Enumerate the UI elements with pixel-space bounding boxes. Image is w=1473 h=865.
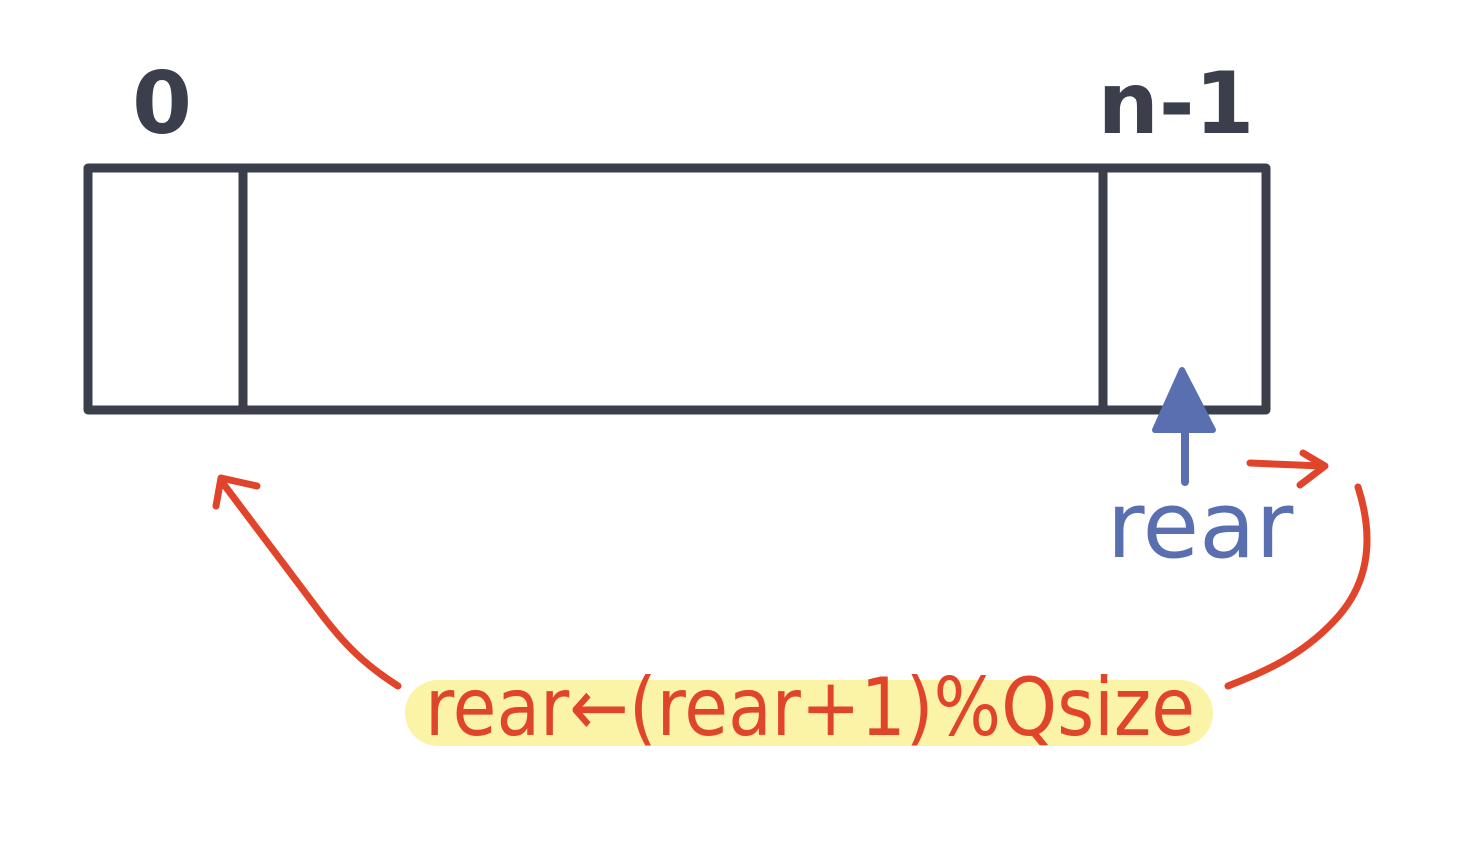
- queue-array: [83, 163, 1271, 415]
- formula-text: rear←(rear+1)%Qsize: [425, 661, 1195, 754]
- rear-pointer-arrow: [1152, 367, 1216, 486]
- wraparound-curve: [1224, 483, 1371, 690]
- rear-pointer-label: rear: [1107, 472, 1294, 579]
- array-outline: [83, 163, 1271, 415]
- overflow-arrow-icon: [1246, 449, 1329, 489]
- index-start-label: 0: [132, 54, 192, 154]
- wrap-to-start-arrow-icon: [212, 474, 402, 690]
- formula-highlight: [405, 680, 1213, 746]
- index-end-label: n-1: [1098, 54, 1255, 154]
